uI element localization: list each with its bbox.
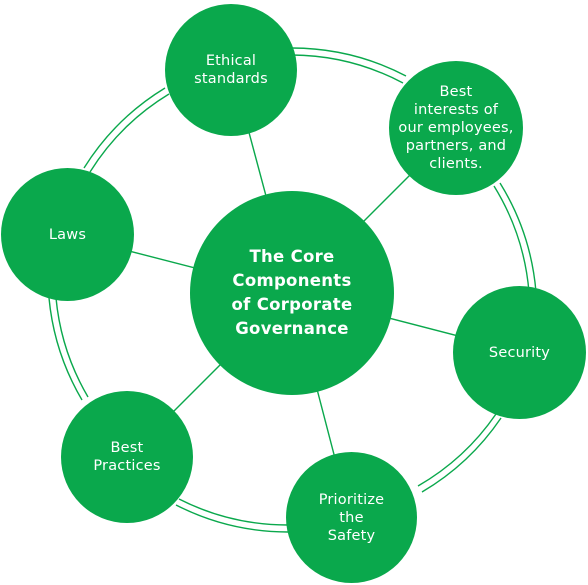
node-best-interests-label: Best interests of our employees, partner… [398, 84, 514, 172]
node-best-interests: Best interests of our employees, partner… [389, 61, 523, 195]
node-ethical-standards-label: Ethical standards [194, 53, 268, 87]
node-security: Security [453, 286, 586, 419]
node-prioritize-safety-label: Prioritize the Safety [318, 491, 385, 544]
node-best-practices: Best Practices [61, 391, 193, 523]
node-prioritize-safety: Prioritize the Safety [286, 452, 417, 583]
outer-ring [48, 47, 537, 533]
node-laws-label: Laws [48, 226, 87, 243]
node-center-label: The Core Components of Corporate Governa… [231, 247, 353, 338]
node-best-practices-label: Best Practices [93, 440, 161, 474]
node-laws: Laws [1, 168, 134, 301]
node-center-core-components: The Core Components of Corporate Governa… [190, 191, 394, 395]
node-security-label: Security [488, 344, 551, 361]
node-ethical-standards: Ethical standards [165, 4, 297, 136]
